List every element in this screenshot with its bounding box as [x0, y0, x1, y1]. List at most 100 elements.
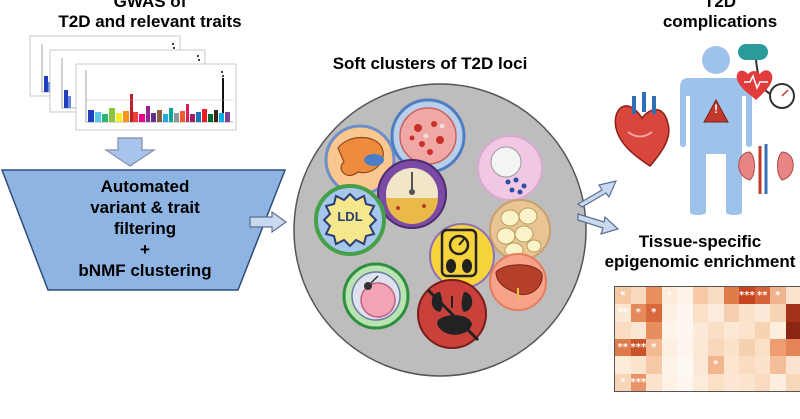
duodenum-icon — [364, 154, 384, 166]
heatmap-cell — [646, 321, 662, 339]
heatmap-cell — [677, 356, 693, 374]
heatmap-cell — [661, 373, 677, 391]
epigenomic-heatmap: *********************** — [614, 286, 800, 392]
heatmap-cell — [646, 287, 662, 305]
complications-title: T2D complications — [640, 0, 800, 32]
epigenomic-title: Tissue-specific epigenomic enrichment — [600, 232, 800, 272]
heatmap-cell — [754, 321, 770, 339]
pipeline-text: Automated variant & trait filtering + bN… — [40, 176, 250, 281]
heatmap-cell: ** — [754, 287, 770, 305]
pipeline-line3: filtering — [113, 219, 177, 238]
cluster-kidney-liver — [417, 279, 487, 349]
cluster-adipocyte — [489, 199, 551, 261]
heatmap-cell — [785, 373, 800, 391]
clusters-title: Soft clusters of T2D loci — [332, 54, 528, 73]
pancreas-icon — [337, 136, 384, 177]
heatmap-cell — [723, 339, 739, 357]
heatmap-cell: * — [630, 304, 646, 322]
pipeline-line4: + — [140, 240, 150, 259]
heatmap-cell — [723, 356, 739, 374]
pipeline-line2: variant & trait — [90, 198, 200, 217]
cluster-liver — [489, 253, 547, 311]
heatmap-cell — [630, 287, 646, 305]
lipid-droplet-icon — [490, 146, 522, 178]
down-arrow-icon — [104, 137, 156, 167]
heatmap-cell — [661, 321, 677, 339]
heatmap-cell — [677, 287, 693, 305]
heart-icon — [614, 92, 670, 167]
heatmap-cell — [692, 356, 708, 374]
heatmap-cell — [692, 321, 708, 339]
heatmap-cell — [754, 304, 770, 322]
heatmap-cell — [739, 373, 755, 391]
heatmap-cell — [770, 321, 786, 339]
liver-icon — [495, 264, 543, 296]
heatmap-cell — [723, 321, 739, 339]
cluster-lipodystrophy — [342, 262, 410, 330]
blood-pressure-icon — [736, 44, 795, 109]
heatmap-cell: * — [615, 287, 631, 305]
ldl-label: LDL — [337, 209, 363, 224]
ldl-particle-icon — [322, 192, 378, 248]
heatmap-cell — [754, 373, 770, 391]
heatmap-cell — [708, 373, 724, 391]
heatmap-cell — [754, 356, 770, 374]
clusters-diagram — [293, 83, 587, 377]
heatmap-cell — [646, 373, 662, 391]
heatmap-cell — [785, 304, 800, 322]
heatmap-cell: * — [661, 287, 677, 305]
heatmap-cell — [692, 287, 708, 305]
heatmap-cell — [708, 339, 724, 357]
heatmap-cell — [677, 373, 693, 391]
heatmap-cell — [708, 287, 724, 305]
heatmap-cell — [770, 304, 786, 322]
complications-title-line1: T2D — [703, 0, 737, 11]
heatmap-cell — [723, 373, 739, 391]
pipeline-funnel — [0, 169, 287, 291]
heatmap-cell: ** — [615, 304, 631, 322]
heatmap-cell — [770, 339, 786, 357]
heatmap-cell — [770, 373, 786, 391]
cell-icon — [360, 282, 396, 318]
heatmap-cell — [723, 287, 739, 305]
gwas-title-line1: GWAS of — [113, 0, 187, 11]
manhattan-plot-front — [75, 63, 237, 131]
arrow-to-complications-icon — [576, 180, 618, 208]
manhattan-points — [86, 78, 233, 122]
epigenomic-title-line2: epigenomic enrichment — [604, 252, 796, 271]
cluster-ldl — [314, 184, 386, 256]
epigenomic-title-line1: Tissue-specific — [638, 232, 762, 251]
heatmap-cell: ** — [615, 339, 631, 357]
heatmap-cell: * — [615, 373, 631, 391]
cluster-lipid — [477, 135, 543, 201]
heatmap-cell — [615, 356, 631, 374]
pipeline-line5: bNMF clustering — [78, 261, 212, 280]
heatmap-cell — [630, 356, 646, 374]
right-arrow-icon — [249, 210, 288, 234]
heatmap-cell — [677, 304, 693, 322]
heatmap-cell: * — [708, 356, 724, 374]
heatmap-cell: * — [646, 304, 662, 322]
complications-illustration — [614, 44, 795, 215]
warning-icon — [703, 98, 729, 123]
heatmap-cell — [677, 321, 693, 339]
heatmap-cell — [630, 321, 646, 339]
heatmap-cell — [692, 373, 708, 391]
heatmap-cell — [739, 339, 755, 357]
heatmap-cell — [723, 304, 739, 322]
kidney-icon — [738, 144, 794, 194]
heatmap-cell: *** — [739, 287, 755, 305]
heatmap-cell — [615, 321, 631, 339]
pipeline-line1: Automated — [100, 177, 190, 196]
heatmap-cell — [739, 356, 755, 374]
heatmap-cell — [770, 356, 786, 374]
human-figure-icon — [680, 46, 752, 215]
gwas-title-line2: T2D and relevant traits — [58, 12, 242, 31]
gwas-title: GWAS of T2D and relevant traits — [40, 0, 260, 32]
cluster-obesity — [429, 223, 495, 289]
heatmap-cell: * — [770, 287, 786, 305]
scale-icon — [440, 228, 478, 278]
heatmap-cell — [708, 321, 724, 339]
warning-symbol: ! — [714, 102, 718, 116]
heatmap-cell — [739, 304, 755, 322]
